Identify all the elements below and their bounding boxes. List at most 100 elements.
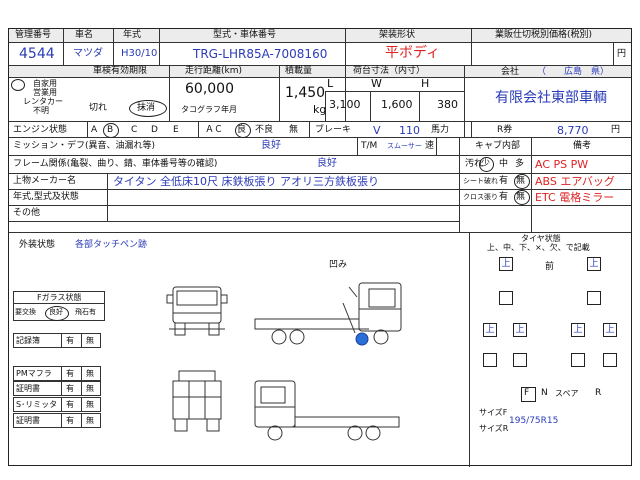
massho-circle — [129, 100, 167, 117]
kanri-no: 4544 — [19, 46, 55, 62]
tire-cell: 上 — [499, 257, 513, 271]
tm-speed: 速 — [425, 141, 435, 151]
kanri-label: 管理番号 — [15, 30, 52, 40]
tire-F: F — [524, 388, 530, 398]
W-label: W — [371, 77, 382, 90]
nenshiki-label: 年式 — [123, 30, 142, 40]
tire-cell: 上 — [513, 323, 527, 337]
engine-A: A — [91, 125, 98, 135]
record-divider — [61, 333, 62, 348]
rken-yen: 円 — [611, 125, 621, 135]
yogore-chu: 中 — [499, 159, 509, 169]
tacho-label: タコグラフ年月 — [181, 105, 237, 114]
H-label: H — [421, 77, 430, 90]
kaisha-label: 会社 — [501, 67, 520, 77]
size-f-value: 195/75R15 — [509, 416, 559, 426]
record-ari: 有 — [66, 384, 74, 393]
record-row — [13, 333, 101, 348]
uwamono-label: 上物メーカー名 — [13, 176, 77, 186]
gaisou-label: 外装状態 — [19, 240, 56, 250]
jika-circle — [11, 79, 25, 91]
tire-cell: 上 — [571, 323, 585, 337]
L-value: 3,100 — [329, 98, 361, 111]
jika-label: 自家用 — [33, 79, 57, 88]
gaisou-value: 各部タッチペン跡 — [75, 240, 148, 250]
engine-E: E — [173, 125, 179, 135]
tire-cell — [499, 291, 513, 305]
tire-cell: 上 — [483, 323, 497, 337]
biko-line1: AC PS PW — [535, 158, 589, 171]
dent-label: 凹み — [329, 260, 348, 270]
brake-value: V — [373, 124, 381, 137]
mission-value: 良好 — [261, 140, 281, 151]
W-value: 1,600 — [381, 98, 413, 111]
tm-label: T/M — [361, 141, 378, 151]
size-f-label: サイズF — [479, 408, 508, 417]
price-yen: 円 — [617, 49, 627, 59]
kyori-value: 60,000 — [185, 81, 234, 97]
shaken-label: 車検有効期限 — [93, 66, 148, 76]
record-ari: 有 — [66, 369, 74, 378]
kasou-value: 平ボディ — [385, 45, 441, 61]
record-divider — [61, 397, 62, 412]
L-label: L — [327, 77, 334, 90]
record-row — [13, 381, 101, 396]
record-label: PMマフラ — [16, 369, 52, 378]
tire-cell — [603, 353, 617, 367]
record-ari: 有 — [66, 336, 74, 345]
sonota-label: その他 — [13, 208, 41, 218]
record-nashi: 無 — [86, 416, 94, 425]
record-nashi: 無 — [86, 400, 94, 409]
cloth-nashi: 無 — [516, 192, 526, 202]
tire-cell: 上 — [603, 323, 617, 337]
record-nashi: 無 — [86, 336, 94, 345]
biko-line3: ETC 電格ミラー — [535, 191, 615, 204]
tire-cell — [571, 353, 585, 367]
tire-cell — [587, 291, 601, 305]
rken-value: 8,770 — [557, 124, 589, 137]
frame-label: フレーム関係(亀裂、曲り、錆、車体番号等の確認) — [13, 159, 218, 169]
cloth-ari: 有 — [499, 192, 509, 202]
company-name: 有限会社東部車輌 — [495, 90, 607, 106]
tire-cell — [483, 353, 497, 367]
seat-label: シート破れ — [463, 177, 498, 185]
engine-B-circle — [103, 123, 119, 138]
shamei-label: 車名 — [75, 30, 94, 40]
biko-label: 備考 — [573, 141, 592, 151]
record-divider — [81, 333, 82, 348]
fglass-label: Fガラス状態 — [37, 293, 82, 302]
record-row — [13, 397, 101, 412]
tire-R: R — [595, 388, 602, 398]
nidai-label: 荷台寸法（内寸） — [353, 66, 426, 76]
mission-label: ミッション・デフ(異音、油漏れ等) — [13, 141, 156, 151]
engine-B: B — [107, 125, 114, 135]
fglass-tobiishi: 飛石有 — [75, 308, 96, 316]
brake-label: ブレーキ — [315, 125, 352, 135]
record-label: S･リミッタ — [16, 400, 58, 409]
record-divider — [61, 381, 62, 396]
nenshiki-value: H30/10 — [121, 48, 158, 59]
tire-title: タイヤ状態 — [521, 234, 561, 243]
H-value: 380 — [437, 98, 458, 111]
tire-front: 前 — [545, 262, 555, 272]
record-divider — [61, 413, 62, 428]
header-bg — [9, 29, 631, 42]
tire-spare: スペア — [555, 389, 579, 398]
cloth-nashi-circle — [514, 190, 530, 205]
cab-label: キャブ内部 — [475, 141, 521, 151]
seat-ari: 有 — [499, 176, 509, 186]
record-ari: 有 — [66, 400, 74, 409]
record-row — [13, 413, 101, 428]
ac-furyo: 不良 — [255, 125, 274, 135]
auction-sheet: 管理番号 車名 年式 型式・車体番号 架装形状 業販仕切税別価格(税別) 454… — [8, 28, 632, 467]
record-label: 証明書 — [16, 384, 40, 393]
seat-nashi-circle — [514, 174, 530, 189]
tire-N: N — [541, 388, 548, 398]
record-nashi: 無 — [86, 384, 94, 393]
sekisai-value: 1,450 — [285, 85, 326, 101]
record-divider — [81, 381, 82, 396]
yogore-sho: 少 — [481, 159, 491, 169]
seat-nashi: 無 — [516, 176, 526, 186]
kakaku-label: 業販仕切税別価格(税別) — [495, 30, 593, 40]
fglass-ryo: 良好 — [49, 308, 63, 316]
